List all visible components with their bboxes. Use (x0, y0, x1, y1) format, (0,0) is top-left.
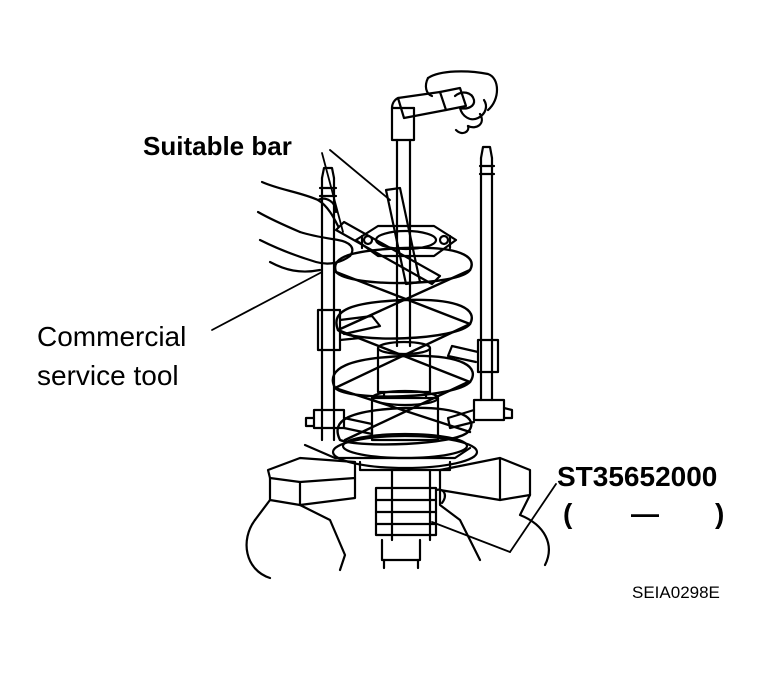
compressor-jaws (304, 314, 514, 436)
commercial-tool-label-line2: service tool (37, 360, 179, 391)
leader-lines (211, 149, 557, 553)
coil-spring (331, 246, 475, 446)
paren-open: ( (563, 498, 573, 529)
lower-spring-seat (331, 432, 479, 472)
figure-code-label: SEIA0298E (632, 583, 720, 602)
dash: — (631, 498, 659, 529)
special-tool-number-label: ST35652000 (557, 461, 718, 492)
upper-hand (424, 70, 499, 135)
piston-rod (395, 138, 412, 348)
socket-wrench (390, 86, 468, 142)
upper-mount (354, 224, 458, 258)
compressor-rod-right (472, 145, 506, 422)
left-hand (256, 180, 354, 273)
shock-body (374, 468, 446, 570)
vise (245, 443, 550, 580)
commercial-tool-label-line1: Commercial (37, 321, 187, 352)
suitable-bar (334, 186, 442, 286)
paren-close: ) (715, 498, 725, 529)
suitable-bar-label: Suitable bar (143, 131, 292, 161)
